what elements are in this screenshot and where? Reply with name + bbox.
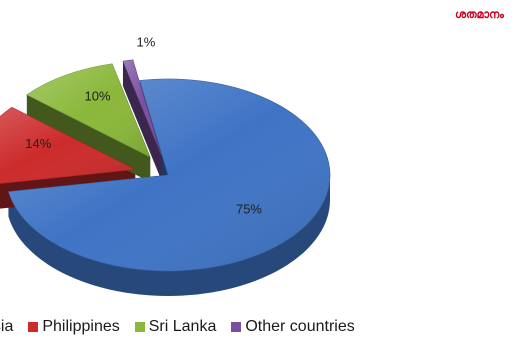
legend-item-philippines: Philippines	[28, 318, 120, 336]
legend-item-indonesia: esia	[0, 318, 13, 336]
slice-label-philippines: 14%	[25, 136, 51, 151]
pie-slice-shine-other-countries	[122, 59, 162, 155]
pie-slice-shine-philippines	[0, 107, 136, 184]
legend-swatch-sri-lanka	[134, 322, 145, 332]
legend-item-other-countries: Other countries	[231, 318, 355, 336]
pie-slice-shine-sri-lanka	[26, 63, 151, 158]
pie-wall-start-sri-lanka	[26, 94, 151, 183]
slice-label-other-countries: 1%	[137, 34, 156, 49]
corner-note: ശതമാനം	[455, 8, 504, 21]
legend: esia Philippines Sri Lanka Other countries	[0, 316, 370, 338]
legend-swatch-other-countries	[231, 322, 242, 332]
pie-slice-shine-indonesia	[8, 79, 330, 272]
legend-label-other-countries: Other countries	[245, 318, 355, 335]
legend-label-sri-lanka: Sri Lanka	[148, 318, 217, 335]
legend-item-sri-lanka: Sri Lanka	[134, 318, 217, 336]
slice-label-sri-lanka: 10%	[85, 88, 111, 103]
pie-outer-wall-indonesia	[8, 175, 330, 297]
legend-swatch-philippines	[28, 322, 39, 332]
slice-label-indonesia: 75%	[236, 201, 262, 216]
legend-label-philippines: Philippines	[42, 318, 120, 335]
pie-wall-start-other-countries	[122, 61, 162, 180]
legend-label-indonesia: esia	[0, 318, 14, 335]
